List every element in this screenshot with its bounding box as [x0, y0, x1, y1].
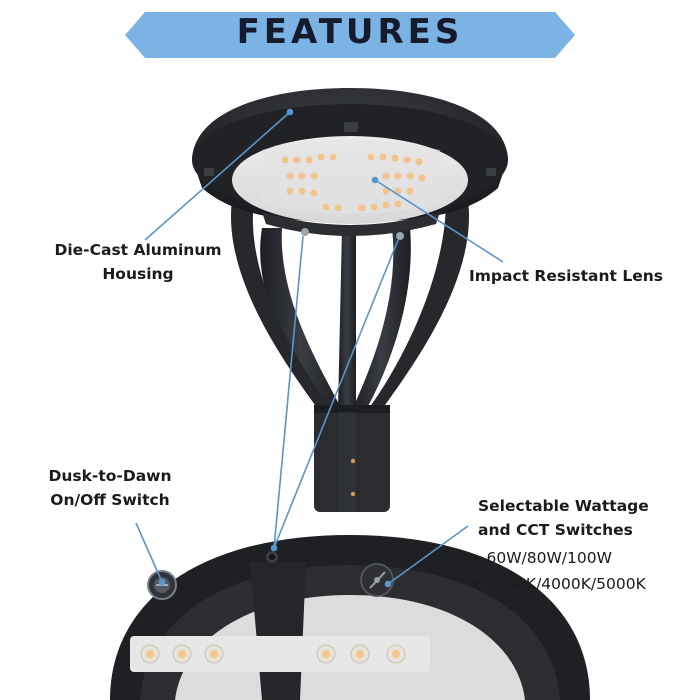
switches-callout-line2: and CCT Switches [478, 521, 633, 539]
switches-callout-line1: Selectable Wattage [478, 497, 649, 515]
banner-ribbon [125, 12, 575, 58]
fixture-post-top [192, 88, 508, 512]
leader-line-switch-2 [273, 239, 399, 549]
banner-title: FEATURES [236, 12, 464, 52]
switch-option-wattage: 60W/80W/100W [472, 546, 646, 572]
leader-dot-lens [371, 176, 379, 184]
underside-led-row [130, 636, 430, 672]
dusk-callout-line1: Dusk-to-Dawn [48, 467, 172, 485]
leader-lines [135, 108, 504, 588]
led-array [281, 153, 426, 212]
dusk-callout: Dusk-to-Dawn On/Off Switch [30, 464, 190, 512]
leader-line-housing [144, 111, 291, 241]
leader-line-lens [374, 179, 504, 263]
leader-line-dusk [135, 522, 163, 583]
dusk-callout-line2: On/Off Switch [50, 491, 170, 509]
leader-dot-cct [384, 580, 392, 588]
switches-callout: Selectable Wattage and CCT Switches [478, 494, 649, 542]
housing-callout-line1: Die-Cast Aluminum [54, 241, 222, 259]
switch-option-cct: 3000K/4000K/5000K [472, 572, 645, 598]
housing-callout: Die-Cast Aluminum Housing [38, 238, 238, 286]
switch-options-list: 60W/80W/100W 3000K/4000K/5000K [472, 546, 646, 598]
features-banner: FEATURES [0, 0, 700, 70]
housing-callout-line2: Housing [102, 265, 174, 283]
leader-dot-dusk [158, 578, 166, 586]
lens-callout: Impact Resistant Lens [468, 267, 664, 285]
leader-dot-housing [286, 108, 294, 116]
leader-line-cct [387, 525, 469, 585]
leader-dot-switch [270, 544, 278, 552]
leader-line-switch-1 [273, 235, 304, 549]
